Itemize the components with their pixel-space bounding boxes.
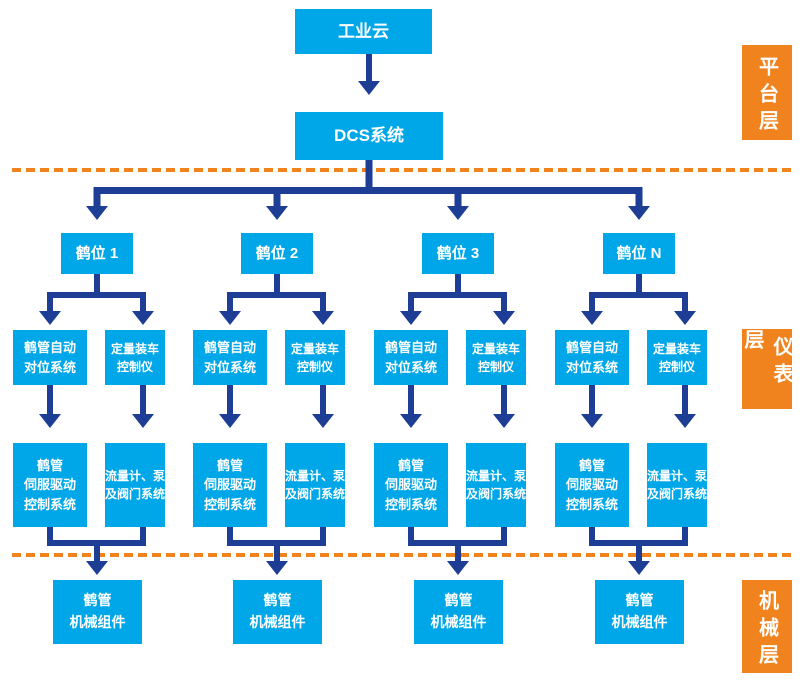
crane-position-node: 鹤位 N [603,233,675,274]
crane-position-node: 鹤位 1 [61,233,133,274]
flow-pump-valve-node: 流量计、泵 及阀门系统 [466,443,526,527]
branch-crane-position-n: 鹤位 N 鹤管自动 对位系统 定量装车 控制仪 鹤管 伺服驱动 控制系统 流量计… [555,0,707,683]
servo-drive-control-node: 鹤管 伺服驱动 控制系统 [13,443,87,527]
auto-positioning-system-node: 鹤管自动 对位系统 [555,330,629,385]
platform-layer-label: 平台层 [742,45,792,140]
quantitative-loading-controller-node: 定量装车 控制仪 [647,330,707,385]
mechanical-components-node: 鹤管 机械组件 [414,580,503,644]
auto-positioning-system-node: 鹤管自动 对位系统 [193,330,267,385]
servo-drive-control-node: 鹤管 伺服驱动 控制系统 [374,443,448,527]
dcs-distribution-bus [93,160,643,194]
auto-positioning-system-node: 鹤管自动 对位系统 [374,330,448,385]
auto-positioning-system-node: 鹤管自动 对位系统 [13,330,87,385]
flow-pump-valve-node: 流量计、泵 及阀门系统 [647,443,707,527]
quantitative-loading-controller-node: 定量装车 控制仪 [466,330,526,385]
flow-pump-valve-node: 流量计、泵 及阀门系统 [105,443,165,527]
quantitative-loading-controller-node: 定量装车 控制仪 [285,330,345,385]
cloud-to-dcs-arrow [358,54,380,95]
crane-position-node: 鹤位 3 [422,233,494,274]
servo-drive-control-node: 鹤管 伺服驱动 控制系统 [555,443,629,527]
mechanical-components-node: 鹤管 机械组件 [595,580,684,644]
branch-crane-position-3: 鹤位 3 鹤管自动 对位系统 定量装车 控制仪 鹤管 伺服驱动 控制系统 流量计… [374,0,526,683]
quantitative-loading-controller-node: 定量装车 控制仪 [105,330,165,385]
instrument-layer-label: 仪表层 [741,329,792,409]
industrial-cloud-node: 工业云 [295,9,432,54]
mechanical-layer-label: 机械层 [742,580,792,673]
branch-crane-position-1: 鹤位 1 鹤管自动 对位系统 定量装车 控制仪 鹤管 伺服驱动 控制系统 流量计… [13,0,165,683]
dcs-system-node: DCS系统 [295,112,443,160]
servo-drive-control-node: 鹤管 伺服驱动 控制系统 [193,443,267,527]
mechanical-components-node: 鹤管 机械组件 [53,580,142,644]
branch-crane-position-2: 鹤位 2 鹤管自动 对位系统 定量装车 控制仪 鹤管 伺服驱动 控制系统 流量计… [193,0,345,683]
flow-pump-valve-node: 流量计、泵 及阀门系统 [285,443,345,527]
crane-position-node: 鹤位 2 [241,233,313,274]
mechanical-components-node: 鹤管 机械组件 [233,580,322,644]
